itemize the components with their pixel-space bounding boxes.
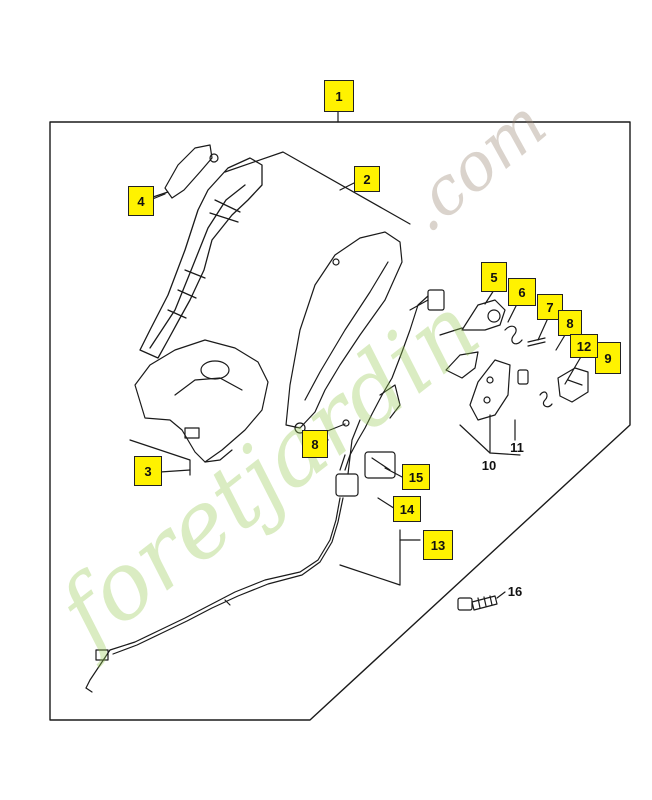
throttle-lever-part-5 [439,299,506,336]
callout-14: 14 [393,496,421,522]
callout-label: 1 [335,88,343,104]
callout-label: 8 [311,436,319,452]
callout-label: 15 [408,469,424,485]
callout-3: 3 [134,456,162,486]
switch-part-15 [364,451,396,479]
pin-part-7 [527,337,546,347]
callout-7: 7 [537,294,563,320]
callout-12: 12 [570,334,598,358]
pin-part-11 [517,369,529,385]
callout-13: 13 [423,530,453,560]
callout-label: 14 [399,501,415,517]
callout-15: 15 [402,464,430,490]
callout-6: 6 [508,278,536,306]
callout-5: 5 [481,262,507,292]
callout-label: 3 [144,463,152,479]
callout-label: 5 [490,269,498,285]
callout-8b: 8 [558,310,582,336]
callout-label: 2 [363,171,371,187]
side-cover-part-2 [285,231,403,434]
spring-part-12 [539,391,553,408]
callout-label: 7 [546,299,554,315]
lower-housing-part-3 [134,339,269,463]
leader-line-16 [496,591,506,599]
callout-label: 16 [507,583,523,599]
assembly-frame [49,121,631,721]
lever-part-10 [445,351,511,421]
callout-9: 9 [595,342,621,374]
callout-label: 8 [566,315,574,331]
bracket-13 [339,529,401,586]
callout-label: 10 [481,457,497,473]
callout-label: 6 [518,284,526,300]
screw-part-8a [324,419,350,441]
callout-label: 9 [604,350,612,366]
leader-line-3 [159,469,191,473]
handle-part [139,157,263,359]
callout-1: 1 [324,80,354,112]
callout-label: 13 [430,537,446,553]
callout-label: 12 [576,338,592,354]
clip-part-9 [557,367,589,403]
callout-11: 11 [504,438,530,456]
leader-line-12 [564,354,583,385]
callout-16: 16 [502,582,528,600]
callout-4: 4 [128,186,154,216]
connector-part [409,289,445,311]
leader-line-5 [484,289,495,305]
callout-label: 11 [510,439,524,455]
screw-part-16 [457,595,498,611]
callout-2: 2 [354,166,380,192]
callout-10: 10 [476,456,502,474]
callout-8a: 8 [302,430,328,458]
leader-line-15 [384,467,405,479]
callout-label: 4 [137,193,145,209]
leader-line-2 [339,181,357,191]
leader-line-7 [537,317,549,341]
spring-part-6 [504,325,523,345]
bracket-2 [224,151,411,225]
cable-assembly-part-13 [85,295,429,693]
